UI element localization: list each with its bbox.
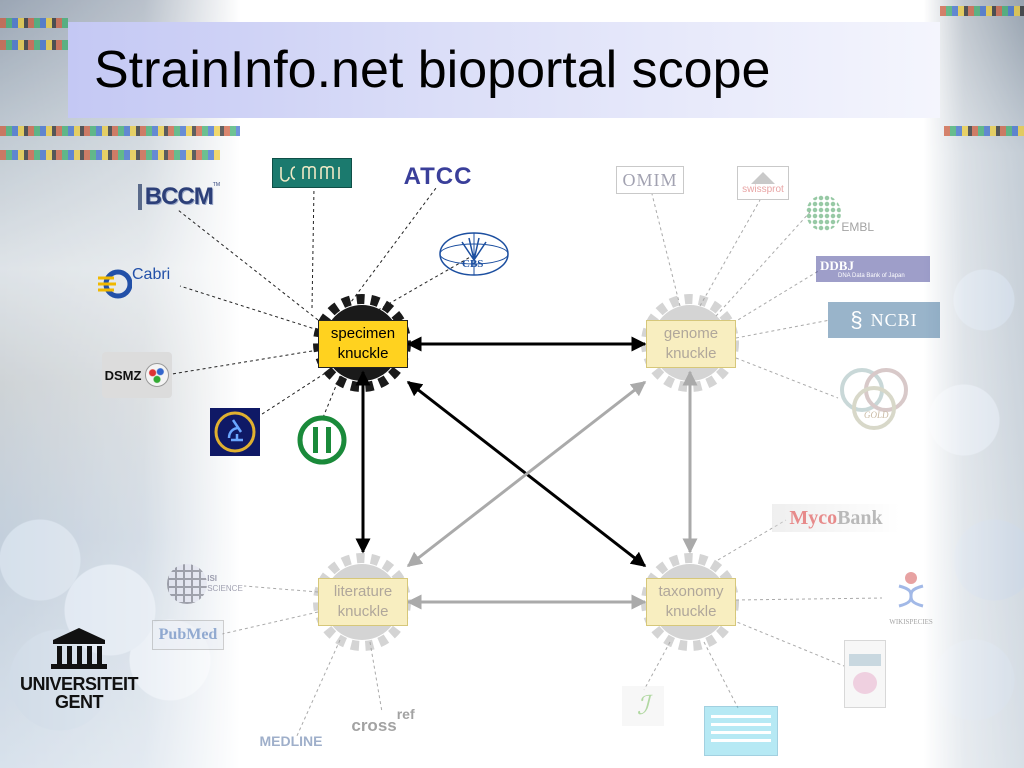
taxonomy-knuckle[interactable]: taxonomy knuckle: [646, 578, 736, 626]
crossref-ref-text: ref: [396, 706, 415, 722]
gold-logo-text: GOLD: [864, 410, 889, 420]
cbs-logo[interactable]: CBS: [436, 230, 512, 278]
cabri-logo-text: Cabri: [132, 266, 171, 283]
genome-knuckle-label: genome: [663, 325, 719, 342]
ddbj-logo-text: DDBJ: [820, 257, 854, 273]
crossref-logo[interactable]: cross ref: [346, 706, 420, 736]
jcm-logo[interactable]: [272, 158, 352, 188]
dna-strip-decoration: [0, 40, 68, 50]
lpsn-text-lines: [711, 715, 771, 718]
atcc-logo-text: ATCC: [403, 163, 473, 190]
wikispecies-logo-text: WIKISPECIES: [889, 618, 933, 626]
university-name-line1: UNIVERSITEIT: [20, 674, 139, 694]
faded-arrows: [406, 370, 698, 610]
gold-logo[interactable]: GOLD: [834, 364, 914, 434]
specimen-knuckle-label: specimen: [330, 325, 396, 342]
specimen-knuckle-sublabel: knuckle: [337, 345, 389, 362]
medline-logo-text: MEDLINE: [259, 733, 323, 749]
omim-logo[interactable]: OMIM: [616, 166, 684, 194]
dsmz-logo-text: DSMZ: [104, 367, 142, 383]
literature-knuckle-sublabel: knuckle: [337, 603, 389, 620]
book-cover-thumbnail[interactable]: [844, 640, 886, 708]
title-bar: [68, 22, 940, 118]
university-building-icon: [51, 628, 107, 669]
university-name-line2: GENT: [54, 692, 104, 712]
ncbi-logo[interactable]: § NCBI: [828, 302, 940, 338]
embl-logo[interactable]: EMBL: [806, 190, 874, 236]
embl-logo-text: EMBL: [841, 220, 874, 234]
ddbj-logo-subtitle: DNA Data Bank of Japan: [838, 272, 905, 279]
literature-knuckle-label: literature: [333, 583, 393, 600]
atcc-logo[interactable]: ATCC: [400, 162, 476, 192]
isi-globe-icon: [167, 564, 208, 604]
dna-strip-decoration: [940, 6, 1024, 16]
book-cover-band: [849, 654, 881, 666]
cabri-mark-icon: [98, 269, 132, 299]
ijsem-logo[interactable]: ℐ: [622, 686, 664, 726]
cbs-logo-text: CBS: [462, 258, 484, 270]
literature-knuckle[interactable]: literature knuckle: [318, 578, 408, 626]
nbrc-mark-icon: [297, 415, 347, 465]
bccm-logo[interactable]: BCCM TM: [138, 182, 220, 212]
wikispecies-helix-icon: [898, 572, 924, 608]
crossref-cross-text: cross: [351, 716, 397, 735]
dna-strip-decoration: [0, 18, 68, 28]
universiteit-gent-logo[interactable]: UNIVERSITEIT GENT: [20, 626, 139, 712]
bccm-trademark: TM: [212, 182, 220, 188]
ncbi-logo-text: NCBI: [870, 309, 918, 330]
specimen-knuckle[interactable]: specimen knuckle: [318, 320, 408, 368]
embl-dots-icon: [806, 195, 842, 231]
science-logo-text: SCIENCE: [207, 584, 243, 593]
swissprot-logo-text: swissprot: [742, 183, 784, 195]
genome-knuckle[interactable]: genome knuckle: [646, 320, 736, 368]
pubmed-logo-text: PubMed: [158, 626, 218, 643]
taxonomy-knuckle-label: taxonomy: [658, 583, 724, 600]
nbrc-logo[interactable]: [296, 414, 348, 466]
swissprot-triangle-icon: [751, 171, 775, 184]
ijsem-mark-icon: ℐ: [636, 691, 650, 720]
genome-knuckle-sublabel: knuckle: [665, 345, 717, 362]
wikispecies-logo[interactable]: WIKISPECIES: [882, 564, 940, 632]
isi-logo-text: ISI: [207, 574, 217, 583]
omim-logo-text: OMIM: [622, 169, 678, 190]
dna-strip-decoration: [0, 126, 240, 136]
swissprot-logo[interactable]: swissprot: [737, 166, 789, 200]
gold-rings-icon: [840, 368, 908, 430]
ddbj-logo[interactable]: DDBJ DNA Data Bank of Japan: [816, 256, 930, 282]
mycobank-myco-text: Myco: [789, 506, 838, 529]
dna-strip-decoration: [0, 150, 220, 160]
mycobank-logo[interactable]: Myco Bank: [772, 504, 900, 532]
dna-strip-decoration: [944, 126, 1024, 136]
microscope-collection-logo[interactable]: [210, 408, 260, 456]
bccm-logo-text: BCCM: [144, 183, 214, 210]
faded-connectors: [221, 193, 883, 739]
mycobank-bank-text: Bank: [837, 506, 883, 529]
specimen-connectors: [171, 186, 473, 421]
cabri-logo[interactable]: Cabri: [96, 264, 180, 304]
lpsn-logo[interactable]: [704, 706, 778, 756]
dsmz-logo[interactable]: DSMZ: [102, 352, 172, 398]
book-cover-image: [853, 672, 877, 694]
taxonomy-knuckle-sublabel: knuckle: [665, 603, 717, 620]
pubmed-logo[interactable]: PubMed: [152, 620, 224, 650]
slide-title: StrainInfo.net bioportal scope: [94, 41, 771, 99]
specimen-arrows: [355, 336, 647, 568]
isi-web-of-science-logo[interactable]: ISI SCIENCE: [164, 560, 246, 608]
microscope-icon: [214, 411, 256, 453]
medline-logo[interactable]: MEDLINE: [256, 730, 326, 752]
dsmz-petri-icon: [145, 363, 170, 387]
ncbi-helix-icon: §: [850, 307, 863, 332]
